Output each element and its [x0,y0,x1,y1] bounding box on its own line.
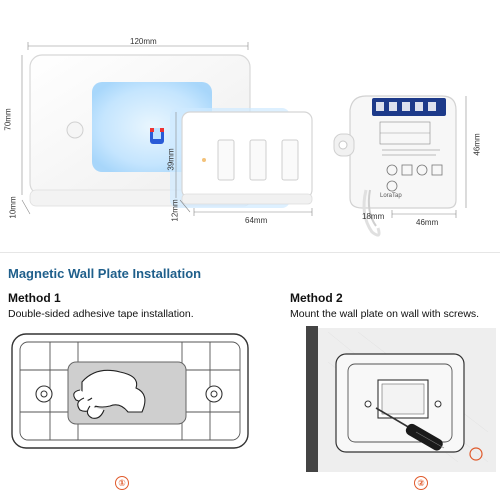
section-divider [0,252,500,253]
module-depth-label: 18mm [362,212,385,221]
plate-width-label: 120mm [130,37,157,46]
switch-height-label: 39mm [166,148,176,171]
switch-depth-label: 12mm [170,199,180,222]
plate-hole [66,121,84,139]
method1-illustration [11,333,249,449]
screwdriver-icon [375,407,445,451]
method2-title: Method 2 [290,291,343,305]
switch-button-2 [249,139,267,181]
switch-button-1 [217,139,235,181]
switch-width-label: 64mm [245,216,268,225]
relay-module [333,95,457,237]
method2-description: Mount the wall plate on wall with screws… [290,308,480,320]
plate-height-label: 70mm [3,108,13,131]
brand-mark-icon [469,447,483,461]
method1-description: Double-sided adhesive tape installation. [8,308,194,320]
plate-depth-label: 10mm [8,196,18,219]
hand-icon [73,369,146,419]
magnet-icon [150,128,164,144]
product-illustration [21,42,467,237]
module-height-label: 46mm [472,133,482,156]
product-overview: 120mm 70mm 10mm 39mm 64mm 12mm 46mm 46mm… [0,0,500,245]
method1-step-badge: ① [115,476,129,490]
method2-illustration [306,326,496,472]
module-brand-label: LoraTap [380,193,402,199]
switch-button-3 [281,139,299,181]
method2-step-badge: ② [414,476,428,490]
module-width-label: 46mm [416,218,439,227]
status-led [202,158,206,162]
installation-title: Magnetic Wall Plate Installation [8,266,202,281]
method1-title: Method 1 [8,291,61,305]
